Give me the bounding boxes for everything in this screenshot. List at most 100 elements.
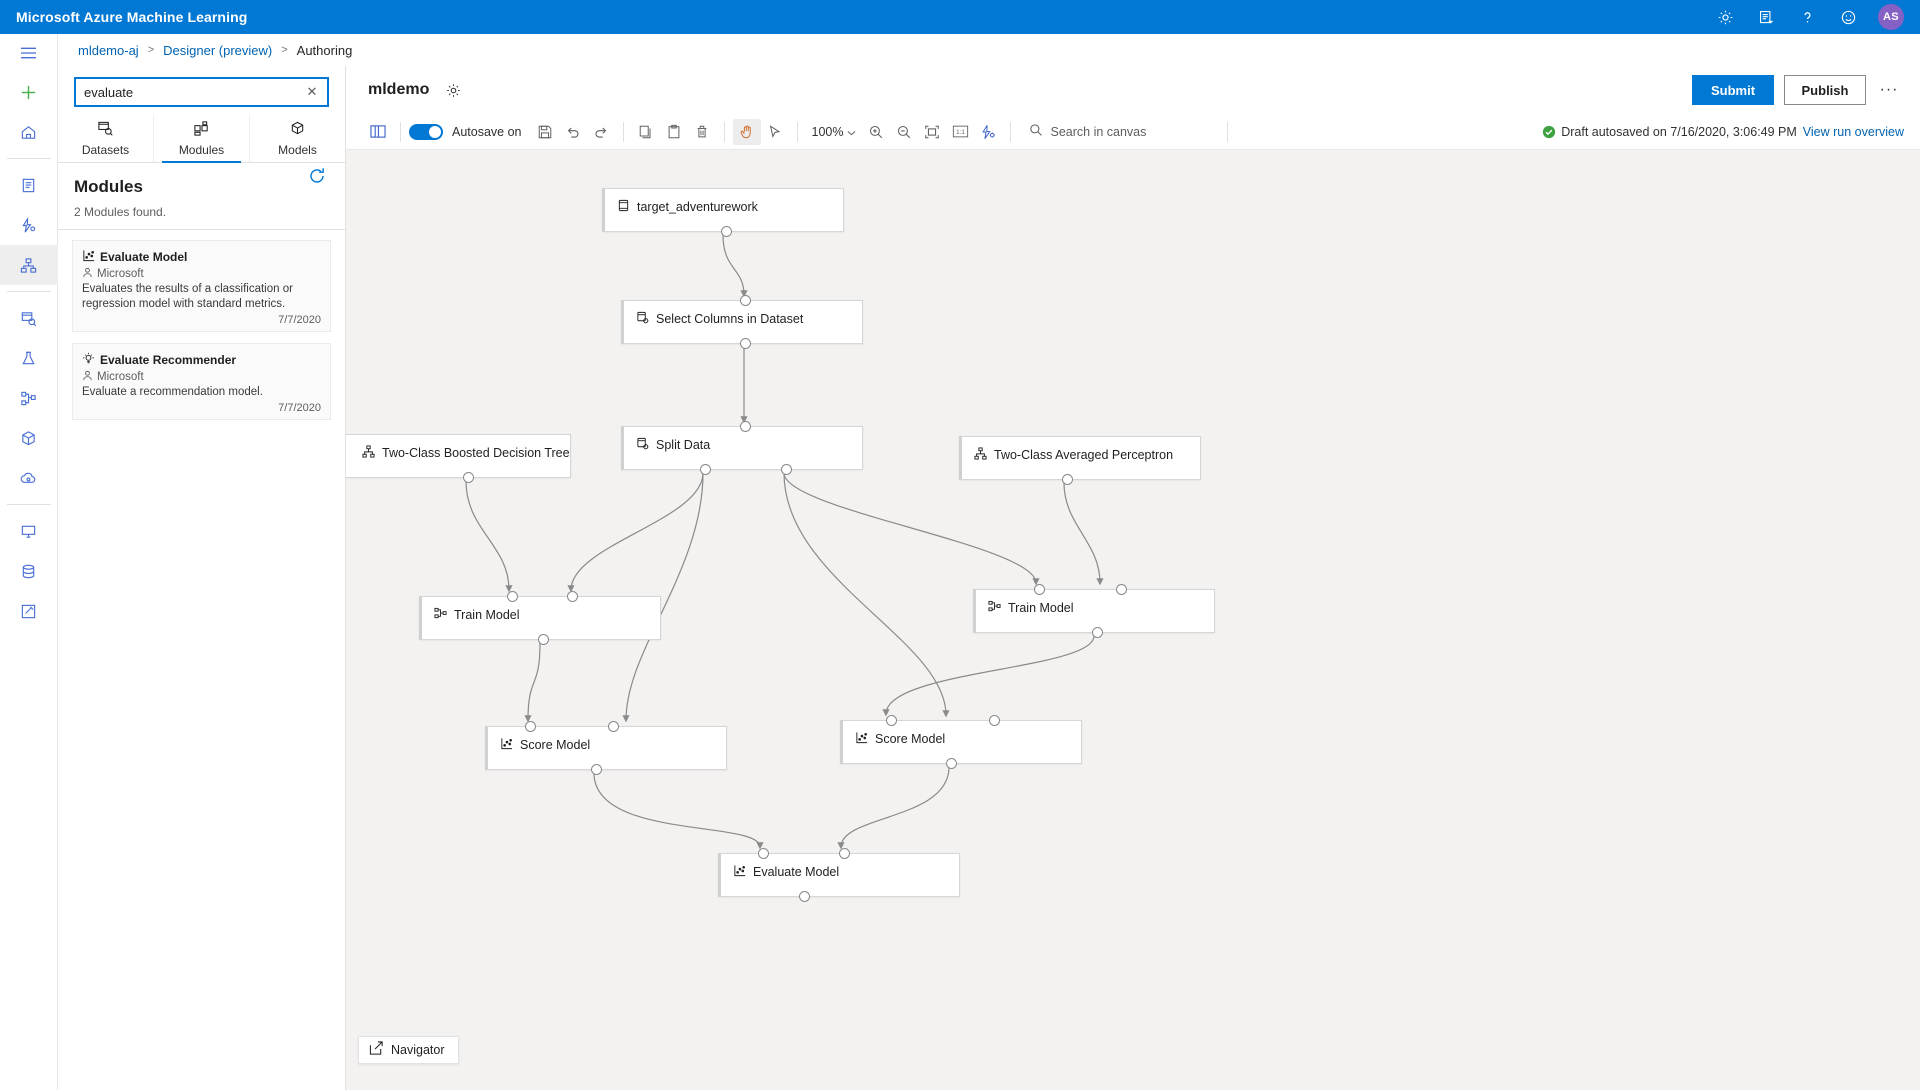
feedback-doc-icon[interactable] <box>1755 6 1777 28</box>
canvas-search-input[interactable]: Search in canvas <box>1019 123 1219 140</box>
navigator-button[interactable]: Navigator <box>358 1036 459 1064</box>
fit-to-screen-icon[interactable] <box>918 119 946 145</box>
smiley-icon[interactable] <box>1837 6 1859 28</box>
node-output-port[interactable] <box>1092 627 1103 638</box>
tab-modules[interactable]: Modules <box>154 115 250 163</box>
tab-datasets[interactable]: Datasets <box>58 115 154 162</box>
person-icon <box>82 370 93 384</box>
breadcrumb-current: Authoring <box>296 42 353 58</box>
compute-icon[interactable] <box>0 511 58 551</box>
more-options-icon[interactable]: ··· <box>1879 81 1899 98</box>
canvas-node-target-adventurework[interactable]: target_adventurework <box>602 188 844 237</box>
canvas-node-score-model-2[interactable]: Score Model <box>840 715 1082 769</box>
node-input-port-left[interactable] <box>886 715 897 726</box>
avatar[interactable]: AS <box>1878 4 1904 30</box>
node-input-port-left[interactable] <box>525 721 536 732</box>
node-input-port-left[interactable] <box>1034 584 1045 595</box>
autosave-toggle[interactable] <box>409 123 443 140</box>
node-output-port-right[interactable] <box>781 464 792 475</box>
labeling-icon[interactable] <box>0 591 58 631</box>
node-output-port[interactable] <box>538 634 549 645</box>
zoom-out-icon[interactable] <box>890 119 918 145</box>
datastores-icon[interactable] <box>0 551 58 591</box>
train-model-icon <box>988 600 1001 616</box>
designer-icon[interactable] <box>0 245 58 285</box>
hamburger-menu-icon[interactable] <box>0 34 58 72</box>
home-icon[interactable] <box>0 112 58 152</box>
chevron-down-icon <box>847 125 856 139</box>
gear-icon[interactable] <box>1714 6 1736 28</box>
node-input-port[interactable] <box>740 295 751 306</box>
node-output-port-left[interactable] <box>700 464 711 475</box>
new-icon[interactable] <box>0 72 58 112</box>
view-run-overview-link[interactable]: View run overview <box>1802 124 1904 139</box>
node-output-port[interactable] <box>721 226 732 237</box>
flask-icon[interactable] <box>0 338 58 378</box>
automated-ml-icon[interactable] <box>0 205 58 245</box>
tab-models-label: Models <box>278 143 317 157</box>
undo-icon[interactable] <box>559 119 587 145</box>
select-pointer-icon[interactable] <box>761 119 789 145</box>
node-output-port[interactable] <box>946 758 957 769</box>
publish-button[interactable]: Publish <box>1784 75 1866 105</box>
node-input-port-left[interactable] <box>758 848 769 859</box>
redo-icon[interactable] <box>587 119 615 145</box>
node-input-port-right[interactable] <box>839 848 850 859</box>
node-output-port[interactable] <box>591 764 602 775</box>
canvas-node-train-model-1[interactable]: Train Model <box>419 591 661 645</box>
tab-models[interactable]: Models <box>250 115 345 162</box>
canvas-node-train-model-2[interactable]: Train Model <box>973 584 1215 638</box>
pan-hand-icon[interactable] <box>732 118 761 145</box>
pipeline-canvas[interactable]: target_adventurework Select Columns in D… <box>346 150 1920 1090</box>
save-icon[interactable] <box>531 119 559 145</box>
canvas-node-split-data[interactable]: Split Data <box>621 421 863 475</box>
help-icon[interactable] <box>1796 6 1818 28</box>
clear-search-icon[interactable]: ✕ <box>306 84 318 99</box>
dataset-icon <box>617 199 630 215</box>
canvas-node-two-class-boosted-decision-tree[interactable]: Two-Class Boosted Decision Tree <box>346 434 571 483</box>
canvas-node-two-class-averaged-perceptron[interactable]: Two-Class Averaged Perceptron <box>959 436 1201 485</box>
module-search-box[interactable]: ✕ <box>74 77 329 107</box>
node-input-port-right[interactable] <box>989 715 1000 726</box>
refresh-icon[interactable] <box>307 166 329 188</box>
zoom-level-dropdown[interactable]: 100% <box>806 125 863 139</box>
module-card-evaluate-recommender[interactable]: Evaluate Recommender Microsoft Evaluate … <box>72 343 331 420</box>
cloud-endpoint-icon[interactable] <box>0 458 58 498</box>
module-card-description: Evaluate a recommendation model. <box>82 386 263 398</box>
node-output-port[interactable] <box>799 891 810 902</box>
module-card-evaluate-model[interactable]: Evaluate Model Microsoft Evaluates the r… <box>72 240 331 332</box>
node-input-port-right[interactable] <box>567 591 578 602</box>
lightbulb-icon <box>82 352 95 368</box>
canvas-node-evaluate-model[interactable]: Evaluate Model <box>718 848 960 902</box>
node-input-port[interactable] <box>740 421 751 432</box>
copy-icon[interactable] <box>632 119 660 145</box>
canvas-node-score-model-1[interactable]: Score Model <box>485 721 727 775</box>
node-input-port-right[interactable] <box>608 721 619 732</box>
pipeline-title[interactable]: mldemo <box>368 81 430 98</box>
breadcrumb-workspace[interactable]: mldemo-aj <box>78 42 139 58</box>
actual-size-icon[interactable]: 1:1 <box>946 119 974 145</box>
paste-icon[interactable] <box>660 119 688 145</box>
node-input-port-left[interactable] <box>507 591 518 602</box>
cube-icon[interactable] <box>0 418 58 458</box>
side-panel-icon[interactable] <box>364 119 392 145</box>
scatter-chart-icon <box>500 737 513 753</box>
pipeline-icon[interactable] <box>0 378 58 418</box>
zoom-in-icon[interactable] <box>862 119 890 145</box>
auto-layout-icon[interactable] <box>974 119 1002 145</box>
tab-modules-label: Modules <box>178 143 225 157</box>
submit-button[interactable]: Submit <box>1692 75 1774 105</box>
datasets-icon[interactable] <box>0 298 58 338</box>
search-input[interactable] <box>84 84 303 100</box>
notebooks-icon[interactable] <box>0 165 58 205</box>
breadcrumb-designer[interactable]: Designer (preview) <box>163 42 273 58</box>
node-output-port[interactable] <box>1062 474 1073 485</box>
node-output-port[interactable] <box>740 338 751 349</box>
breadcrumb-separator: > <box>147 44 155 56</box>
canvas-node-select-columns-in-dataset[interactable]: Select Columns in Dataset <box>621 295 863 349</box>
node-input-port-right[interactable] <box>1116 584 1127 595</box>
delete-icon[interactable] <box>688 119 716 145</box>
pipeline-settings-gear-icon[interactable] <box>445 82 462 99</box>
breadcrumb-separator-2: > <box>281 44 288 56</box>
node-output-port[interactable] <box>463 472 474 483</box>
